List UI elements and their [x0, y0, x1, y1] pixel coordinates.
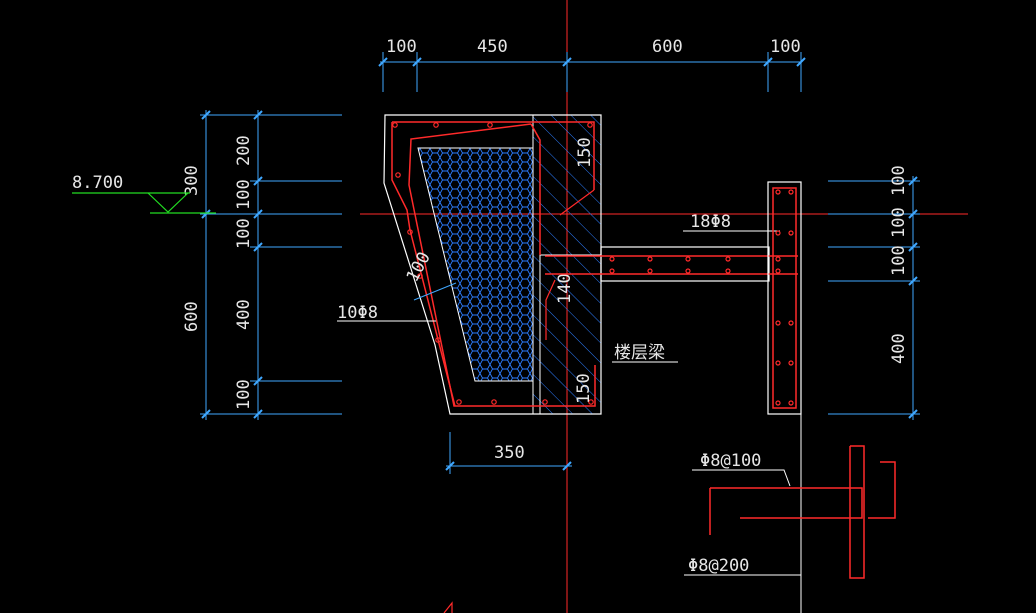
left-dimension-chain — [200, 110, 342, 420]
dim-slab-thickness: 140 — [555, 273, 575, 304]
right-dim-100b: 100 — [889, 207, 909, 238]
right-column — [767, 181, 802, 613]
level-mark — [72, 192, 216, 214]
left-inner-dim-100b: 100 — [234, 218, 254, 249]
label-floor-beam: 楼层梁 — [614, 343, 665, 363]
label-main-rebar-right: 18Φ8 — [690, 212, 731, 232]
leader-stirrup-100 — [692, 469, 791, 487]
left-inner-dim-200: 200 — [234, 135, 254, 166]
right-dim-400: 400 — [889, 333, 909, 364]
beam-section — [383, 114, 602, 415]
top-dim-3: 600 — [652, 37, 683, 57]
bottom-dim-350: 350 — [494, 443, 525, 463]
top-dim-2: 450 — [477, 37, 508, 57]
dim-bottom-strip: 150 — [574, 373, 594, 404]
section-mark — [443, 601, 453, 613]
top-dim-4: 100 — [770, 37, 801, 57]
level-elevation: 8.700 — [72, 173, 123, 193]
right-dim-100a: 100 — [889, 165, 909, 196]
left-inner-dim-400: 400 — [234, 299, 254, 330]
slope-dim-line — [413, 282, 457, 301]
top-dim-1: 100 — [386, 37, 417, 57]
dim-top-strip: 150 — [575, 137, 595, 168]
label-stirrup-200: Φ8@200 — [688, 556, 749, 576]
bottom-dimension — [445, 432, 572, 474]
axis-lines — [360, 0, 968, 613]
top-dimension-chain — [378, 52, 806, 92]
left-outer-dim-300: 300 — [182, 165, 202, 196]
dim-slope-offset: 100 — [403, 249, 435, 286]
label-main-rebar-left: 10Φ8 — [337, 303, 378, 323]
stirrup-detail — [709, 445, 896, 579]
left-inner-dim-100c: 100 — [234, 379, 254, 410]
left-outer-dim-600: 600 — [182, 301, 202, 332]
left-inner-dim-100a: 100 — [234, 179, 254, 210]
right-dim-100c: 100 — [889, 245, 909, 276]
slab-extension — [545, 246, 798, 282]
label-stirrup-100: Φ8@100 — [700, 451, 761, 471]
right-dimension-chain — [828, 176, 920, 420]
